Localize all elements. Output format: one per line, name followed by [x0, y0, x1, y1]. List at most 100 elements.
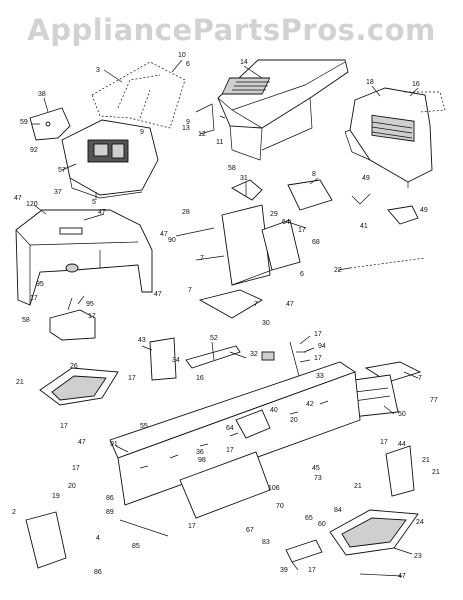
part-dash-bracket — [405, 91, 446, 113]
callout-31: 31 — [240, 175, 248, 182]
part-lower-plate — [179, 451, 271, 519]
callout-17h: 17 — [226, 447, 234, 454]
callout-64b: 64 — [226, 425, 234, 432]
callout-14: 14 — [240, 59, 248, 66]
part-plate-31 — [231, 179, 263, 201]
callout-17i: 17 — [380, 439, 388, 446]
callout-91: 91 — [110, 441, 118, 448]
part-lever — [261, 341, 306, 381]
part-footrest-right — [329, 509, 419, 556]
part-frame — [109, 361, 361, 506]
part-panel-2 — [25, 511, 67, 569]
callout-20b: 20 — [68, 483, 76, 490]
part-bracket-39 — [285, 539, 323, 563]
part-footrest-left — [39, 367, 119, 406]
part-bracket-43 — [149, 337, 177, 381]
callout-10: 10 — [178, 52, 186, 59]
callout-16b: 16 — [196, 375, 204, 382]
callout-86a: 86 — [106, 495, 114, 502]
callout-73: 73 — [314, 475, 322, 482]
callout-52: 52 — [210, 335, 218, 342]
callout-47d: 47 — [154, 291, 162, 298]
callout-5: 5 — [92, 199, 96, 206]
callout-39: 39 — [280, 567, 288, 574]
hood-grille — [221, 77, 271, 95]
part-bracket-92 — [29, 107, 71, 141]
callout-90: 90 — [168, 237, 176, 244]
part-plate-8 — [287, 179, 333, 211]
callout-17l: 17 — [308, 567, 316, 574]
part-battery-box — [198, 204, 301, 319]
callout-32: 32 — [250, 351, 258, 358]
callout-38: 38 — [38, 91, 46, 98]
callout-120: 120 — [26, 201, 38, 208]
callout-44: 44 — [398, 441, 406, 448]
callout-40: 40 — [270, 407, 278, 414]
callout-37: 37 — [54, 189, 62, 196]
callout-59: 59 — [20, 119, 28, 126]
callout-94: 94 — [318, 343, 326, 350]
callout-98: 98 — [198, 457, 206, 464]
part-bracket-58 — [49, 295, 96, 341]
callout-21d: 21 — [354, 483, 362, 490]
callout-8: 8 — [312, 171, 316, 178]
callout-12: 12 — [198, 131, 206, 138]
callout-17e: 17 — [314, 355, 322, 362]
callout-55: 55 — [140, 423, 148, 430]
callout-64a: 64 — [282, 219, 290, 226]
callout-47c: 47 — [160, 231, 168, 238]
callout-50: 50 — [398, 411, 406, 418]
callout-7d: 7 — [418, 375, 422, 382]
callout-9a: 9 — [140, 129, 144, 136]
callout-45: 45 — [312, 465, 320, 472]
part-console — [61, 119, 159, 199]
callout-labels: 3 10 6 9 9 14 18 16 38 59 92 57 5 13 12 … — [12, 52, 440, 580]
callout-58b: 58 — [22, 317, 30, 324]
callout-95a: 95 — [36, 281, 44, 288]
callout-85: 85 — [132, 543, 140, 550]
callout-21c: 21 — [432, 469, 440, 476]
callout-36: 36 — [196, 449, 204, 456]
callout-21b: 21 — [422, 457, 430, 464]
callout-4: 4 — [96, 535, 100, 542]
callout-47b: 47 — [98, 209, 106, 216]
callout-20a: 20 — [290, 417, 298, 424]
callout-57: 57 — [58, 167, 66, 174]
part-bracket-44 — [385, 445, 415, 497]
callout-83: 83 — [262, 539, 270, 546]
callout-17c: 17 — [88, 313, 96, 320]
callout-28: 28 — [182, 209, 190, 216]
callout-47e: 47 — [286, 301, 294, 308]
callout-58a: 58 — [228, 165, 236, 172]
callout-70: 70 — [276, 503, 284, 510]
callout-49a: 49 — [362, 175, 370, 182]
callout-3: 3 — [96, 67, 100, 74]
callout-11: 11 — [216, 139, 223, 146]
callout-17k: 17 — [188, 523, 196, 530]
callout-49b: 49 — [420, 207, 428, 214]
part-fender — [15, 209, 153, 306]
callout-29: 29 — [270, 211, 278, 218]
callout-6b: 6 — [300, 271, 304, 278]
callout-18: 18 — [366, 79, 374, 86]
part-line-22 — [349, 257, 426, 269]
callout-67: 67 — [246, 527, 254, 534]
callout-9b: 9 — [186, 119, 190, 126]
callout-16: 16 — [412, 81, 420, 88]
callout-7c: 7 — [254, 301, 258, 308]
callout-6a: 6 — [186, 61, 190, 68]
callout-26: 26 — [70, 363, 78, 370]
callout-30: 30 — [262, 320, 270, 327]
callout-24: 24 — [416, 519, 424, 526]
callout-13: 13 — [182, 125, 190, 132]
callout-33: 33 — [316, 373, 324, 380]
callout-17f: 17 — [128, 375, 136, 382]
callout-77: 77 — [430, 397, 438, 404]
leader-lines — [32, 59, 419, 577]
callout-43: 43 — [138, 337, 146, 344]
callout-23: 23 — [414, 553, 422, 560]
callout-17j: 17 — [72, 465, 80, 472]
part-rod-85 — [119, 519, 169, 537]
callout-86b: 86 — [94, 569, 102, 576]
callout-60: 60 — [318, 521, 326, 528]
